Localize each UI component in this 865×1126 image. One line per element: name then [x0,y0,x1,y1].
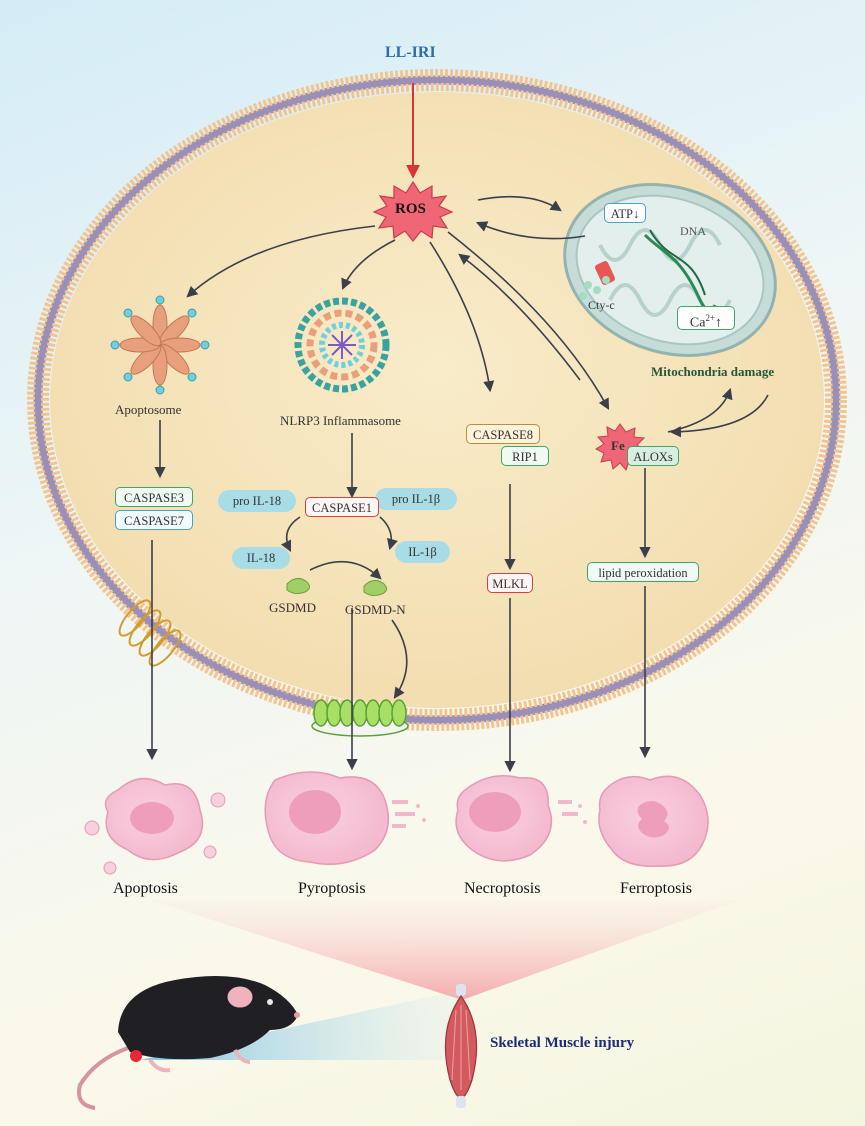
focus-beam [150,900,740,1000]
ros-label: ROS [395,201,426,217]
calcium-charge: 2+ [705,313,716,323]
nlrp3-label: NLRP3 Inflammasome [280,413,401,428]
atp-box: ATP↓ [604,203,646,223]
caspase8-box: CASPASE8 [466,424,540,444]
il18-pill: IL-18 [232,547,290,569]
mlkl-box: MLKL [487,573,533,593]
gsdmd-n-label: GSDMD-N [345,602,406,617]
mitochondria-damage-label: Mitochondria damage [651,364,775,379]
apoptosome-graphic [110,295,210,395]
outcome-ferroptosis: Ferroptosis [620,880,692,897]
gsdmd-n-graphic [363,580,388,597]
skeletal-muscle-label: Skeletal Muscle injury [490,1035,635,1051]
outcome-apoptosis: Apoptosis [113,880,178,897]
down-arrow-icon: ↓ [632,207,640,221]
nlrp3-graphic [294,297,390,393]
atp-text: ATP [610,207,633,221]
up-arrow-icon: ↑ [715,315,723,331]
pro-il1b-pill: pro IL-1β [375,488,457,510]
caspase3-box: CASPASE3 [115,487,193,507]
mouse-illustration [77,976,300,1110]
caspase1-box: CASPASE1 [305,497,379,517]
apoptosome-label: Apoptosome [115,402,182,417]
rip1-box: RIP1 [501,446,549,466]
necroptosis-cell [455,775,587,862]
ferroptosis-cell [598,775,709,867]
skeletal-muscle-graphic [444,984,478,1108]
gsdmd-pore [311,699,409,737]
channel-pore [594,261,616,285]
il1b-pill: IL-1β [395,541,450,563]
lipid-peroxidation-box: lipid peroxidation [587,562,699,582]
pathway-arrows [146,83,769,773]
outcome-pyroptosis: Pyroptosis [298,880,366,897]
gsdmd-label: GSDMD [269,600,316,615]
title: LL-IRI [385,44,436,61]
calcium-text: Ca [689,315,706,331]
apoptosis-cell [84,777,226,875]
calcium-box: Ca2+↑ [677,306,735,331]
dna-label: DNA [680,224,706,238]
ros-starburst [372,180,454,242]
cyt-c-label: Cty-c [588,298,615,312]
outcome-necroptosis: Necroptosis [464,880,541,897]
pyroptosis-cell [264,771,426,865]
cytoplasm [50,92,824,708]
caspase7-box: CASPASE7 [115,510,193,530]
pro-il18-pill: pro IL-18 [218,490,296,512]
gsdmd-graphic [286,578,311,595]
fe-label: Fe [611,438,625,453]
apoptosis-pore [118,599,182,667]
aloxs-box: ALOXs [627,446,679,466]
